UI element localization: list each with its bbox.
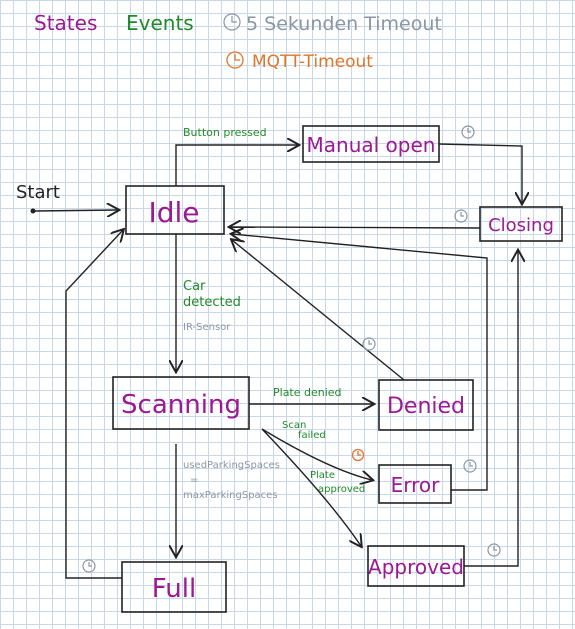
- state-full: Full: [121, 561, 227, 613]
- state-closing: Closing: [479, 206, 563, 242]
- state-denied-label: Denied: [387, 394, 465, 419]
- state-manual-open: Manual open: [302, 125, 440, 163]
- edge-idle-manual-open: [175, 145, 298, 186]
- edge-start-idle: [34, 210, 118, 211]
- sensor-ir: IR-Sensor: [183, 322, 231, 333]
- state-scanning: Scanning: [112, 376, 250, 430]
- state-scanning-label: Scanning: [121, 390, 241, 420]
- event-plate-denied: Plate denied: [273, 386, 342, 399]
- timeout-error-icon: [463, 459, 477, 473]
- event-plate-approved-1: Plate: [310, 470, 335, 481]
- legend-timeout-label: 5 Sekunden Timeout: [246, 13, 442, 35]
- state-idle-label: Idle: [148, 196, 199, 229]
- timeout-denied-icon: [362, 337, 376, 351]
- legend-events: Events: [126, 11, 194, 35]
- timeout-full-icon: [82, 559, 96, 573]
- start-label: Start: [16, 182, 60, 203]
- event-plate-approved-2: approved: [318, 484, 365, 495]
- timeout-manual-open-icon: [461, 125, 475, 139]
- event-scan-failed-1: Scan: [282, 420, 306, 431]
- timeout-approved-icon: [487, 543, 501, 557]
- legend-mqtt-icon: [226, 51, 244, 69]
- state-approved: Approved: [367, 545, 465, 587]
- event-car-detected-1: Car: [183, 279, 206, 294]
- condition-used-parking: usedParkingSpaces: [183, 460, 280, 471]
- legend-states: States: [34, 11, 97, 35]
- edge-full-idle: [65, 230, 123, 579]
- edge-denied-idle: [232, 240, 405, 381]
- edge-scanning-error: [261, 428, 372, 480]
- legend-timeout-icon: [223, 13, 241, 31]
- state-manual-open-label: Manual open: [307, 133, 436, 157]
- event-scan-failed-2: failed: [298, 430, 326, 441]
- state-error-label: Error: [391, 473, 441, 497]
- state-idle: Idle: [125, 185, 225, 235]
- condition-equals: =: [190, 475, 198, 486]
- legend-mqtt-label: MQTT-Timeout: [252, 52, 373, 72]
- state-denied: Denied: [378, 379, 474, 431]
- state-full-label: Full: [152, 574, 196, 604]
- timeout-closing-icon: [454, 209, 468, 223]
- edge-scanning-approved: [261, 428, 361, 546]
- event-button-pressed: Button pressed: [183, 126, 267, 139]
- edge-manual-open-closing: [438, 143, 522, 203]
- start-dot: [30, 208, 36, 214]
- mqtt-timeout-scanning-icon: [351, 448, 365, 462]
- edge-approved-closing: [464, 251, 518, 567]
- edge-error-idle: [232, 234, 488, 491]
- state-approved-label: Approved: [368, 555, 464, 579]
- condition-max-parking: maxParkingSpaces: [183, 490, 278, 501]
- state-closing-label: Closing: [488, 215, 554, 236]
- state-error: Error: [378, 464, 452, 504]
- edge-closing-idle: [230, 227, 481, 228]
- event-car-detected-2: detected: [183, 295, 241, 310]
